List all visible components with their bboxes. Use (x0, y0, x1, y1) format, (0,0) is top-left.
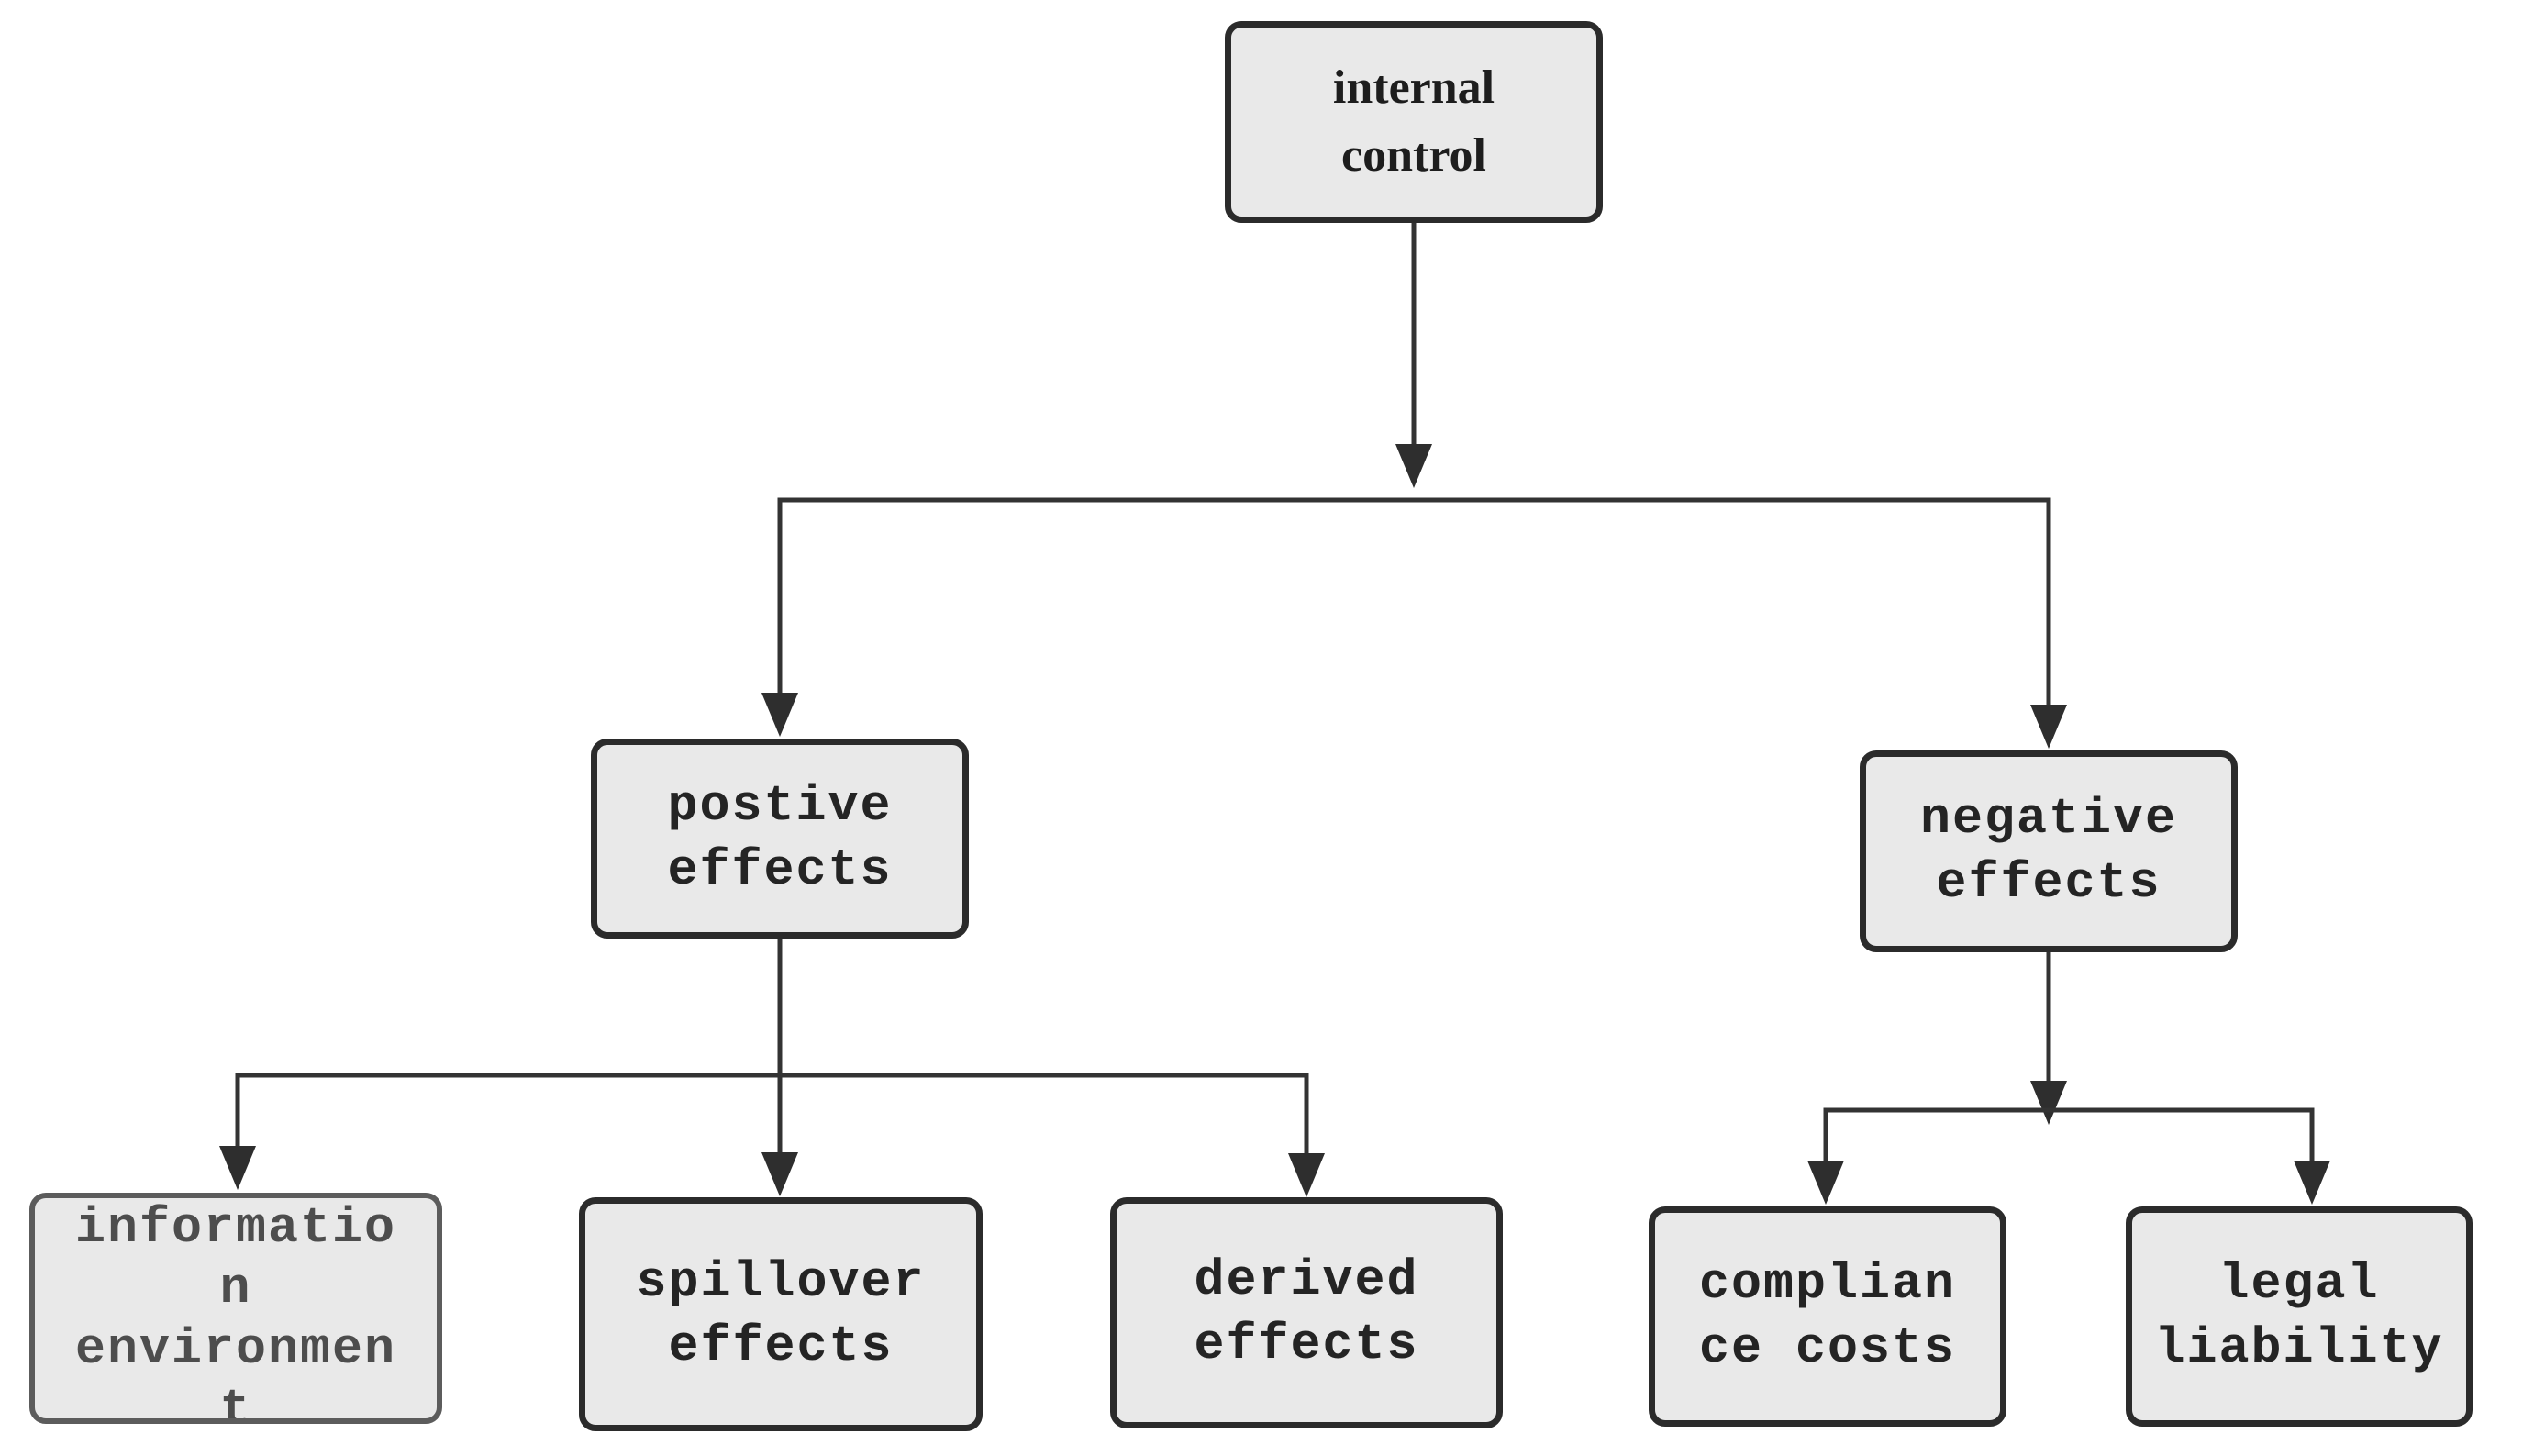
node-information-environment: informatio n environmen t (29, 1193, 442, 1424)
node-derived-effects: derived effects (1110, 1197, 1503, 1428)
node-spillover-effects-label: spillover effects (636, 1252, 926, 1375)
edge-positive-split-bracket (235, 1073, 1309, 1154)
node-derived-effects-label: derived effects (1194, 1251, 1419, 1373)
node-legal-liability-label: legal liability (2154, 1255, 2444, 1377)
arrowhead-legal-liability (2294, 1161, 2330, 1205)
node-postive-effects-label: postive effects (667, 777, 893, 899)
node-internal-control: internal control (1225, 21, 1603, 223)
node-information-environment-label: informatio n environmen t (74, 1199, 397, 1424)
arrowhead-spillover-effects (761, 1152, 798, 1196)
node-internal-control-label: internal control (1332, 61, 1495, 182)
edge-negative-split-bracket (1823, 1107, 2315, 1161)
arrowhead-information-environment (219, 1146, 256, 1190)
arrowhead-negative-effects (2030, 705, 2067, 749)
node-postive-effects: postive effects (591, 739, 969, 939)
node-spillover-effects: spillover effects (579, 1197, 983, 1431)
edge-main-split-bracket (777, 497, 2051, 706)
node-legal-liability: legal liability (2126, 1206, 2473, 1427)
arrowhead-root-split (1395, 444, 1432, 488)
arrowhead-compliance-costs (1807, 1161, 1844, 1205)
node-negative-effects-label: negative effects (1919, 790, 2178, 912)
node-compliance-costs: complian ce costs (1649, 1206, 2006, 1427)
node-negative-effects: negative effects (1860, 750, 2238, 952)
arrowhead-positive-effects (761, 693, 798, 737)
arrowhead-derived-effects (1288, 1153, 1325, 1197)
arrowhead-negative-split (2030, 1081, 2067, 1125)
node-compliance-costs-label: complian ce costs (1698, 1255, 1957, 1377)
